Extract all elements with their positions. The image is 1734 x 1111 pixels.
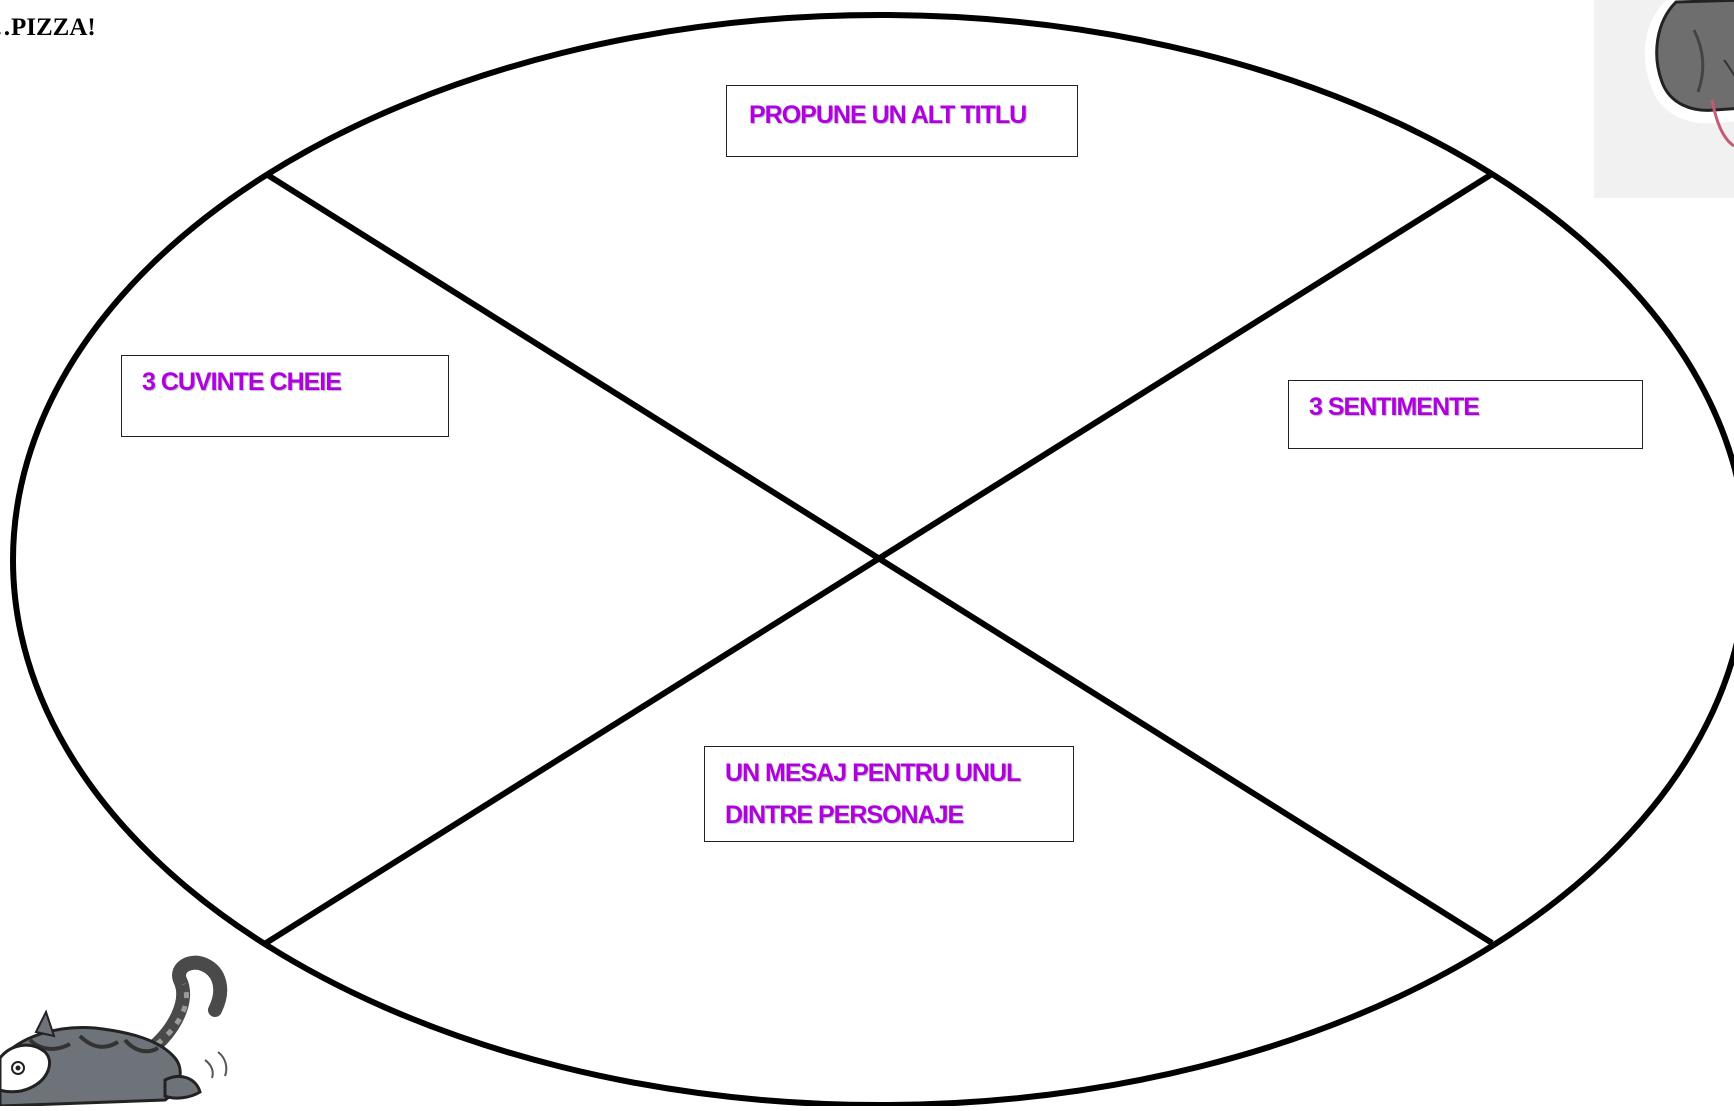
feelings-box: 3 SENTIMENTE <box>1288 380 1643 449</box>
running-cat-image <box>0 940 240 1106</box>
keywords-box: 3 CUVINTE CHEIE <box>121 355 449 437</box>
cat-sticker-image <box>1594 0 1734 198</box>
character-message-line-2: DINTRE PERSONAJE <box>725 794 1073 836</box>
alternative-title-box: PROPUNE UN ALT TITLU <box>726 85 1078 157</box>
running-cat-icon <box>0 940 240 1106</box>
character-message-line-1: UN MESAJ PENTRU UNUL <box>725 752 1073 794</box>
character-message-box: UN MESAJ PENTRU UNUL DINTRE PERSONAJE <box>704 746 1074 842</box>
cat-head-icon <box>1594 0 1734 198</box>
